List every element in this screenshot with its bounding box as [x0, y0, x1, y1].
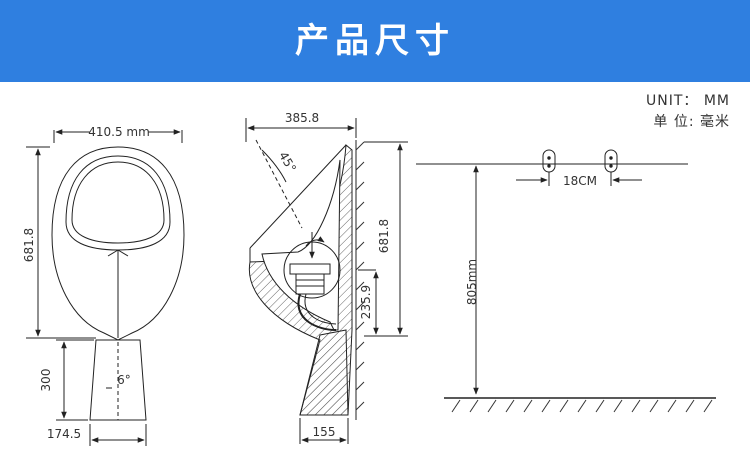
front-pedestal [89, 339, 147, 421]
dim-pedestal-width: 174.5 [47, 427, 81, 441]
dim-side-depth: 385.8 [285, 111, 319, 125]
mounting-view: 18CM 805mm [416, 149, 716, 413]
dim-outlet-height: 235.9 [359, 285, 373, 319]
dim-pedestal-height: 300 [39, 369, 53, 392]
dim-pedestal-angle: 6° [117, 373, 131, 387]
side-view: 45° 385.8 681.8 235.9 155 [245, 111, 408, 444]
dim-front-width: 410.5 mm [88, 125, 150, 139]
right-bracket-icon [604, 149, 618, 173]
dim-side-height: 681.8 [377, 219, 391, 253]
unit-chinese: 单 位: 毫米 [653, 114, 730, 130]
header-banner [0, 0, 750, 82]
front-view: 410.5 mm 681.8 300 6° 174.5 [22, 125, 185, 446]
dim-mount-height: 805mm [465, 259, 479, 305]
dim-bracket-spacing: 18CM [563, 174, 597, 188]
page-title: 产品尺寸 [295, 21, 455, 61]
dim-front-height: 681.8 [22, 228, 36, 262]
unit-english: UNIT： MM [645, 93, 730, 109]
left-bracket-icon [542, 149, 556, 173]
dim-base-depth: 155 [313, 425, 336, 439]
